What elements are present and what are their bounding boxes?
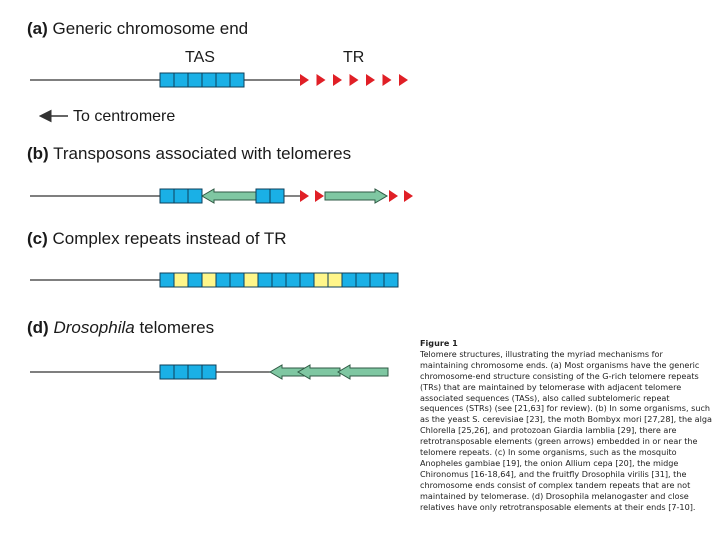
tr-repeat-arrow <box>300 74 309 86</box>
tas-label: TAS <box>185 49 215 66</box>
panel-a-title: (a) Generic chromosome end <box>27 19 248 39</box>
yellow-repeat-box <box>173 272 189 288</box>
tr-repeat-arrow <box>315 190 324 202</box>
tas-box <box>173 72 189 88</box>
tas-box <box>187 188 203 204</box>
transposon-arrow <box>201 188 257 204</box>
panel-b-text: Transposons associated with telomeres <box>53 144 352 163</box>
panel-d-letter: (d) <box>27 318 49 337</box>
panel-d-text: telomeres <box>139 318 215 337</box>
yellow-repeat-box <box>327 272 343 288</box>
tas-box <box>383 272 399 288</box>
tas-box <box>159 72 175 88</box>
tas-box <box>173 364 189 380</box>
caption-text: Telomere structures, illustrating the my… <box>420 348 712 512</box>
panel-c-diagram <box>30 272 399 288</box>
tas-box <box>201 72 217 88</box>
tas-box <box>299 272 315 288</box>
caption-figure-label: Figure 1 <box>420 338 458 348</box>
panel-b-diagram <box>30 188 413 204</box>
tr-repeat-arrow <box>366 74 375 86</box>
panel-a-letter: (a) <box>27 19 48 38</box>
tas-box <box>285 272 301 288</box>
panel-b-title: (b) Transposons associated with telomere… <box>27 144 351 164</box>
yellow-repeat-box <box>243 272 259 288</box>
panel-d-italic: Drosophila <box>53 318 135 337</box>
tr-repeat-arrow <box>382 74 392 86</box>
tas-box <box>255 188 271 204</box>
centromere-label: To centromere <box>73 108 176 125</box>
panel-a-diagram <box>30 72 408 88</box>
panel-c-title: (c) Complex repeats instead of TR <box>27 229 287 249</box>
tr-repeat-arrow <box>389 190 398 202</box>
figure-caption: Figure 1 Telomere structures, illustrati… <box>420 338 712 513</box>
tas-box <box>187 364 203 380</box>
tas-box <box>187 272 203 288</box>
tas-box <box>215 72 231 88</box>
transposon-arrow <box>297 364 341 380</box>
tas-box <box>271 272 287 288</box>
tas-box <box>229 272 245 288</box>
tas-box <box>187 72 203 88</box>
tr-repeat-arrow <box>333 74 342 86</box>
tas-box <box>229 72 245 88</box>
tas-box <box>201 364 217 380</box>
panel-b-letter: (b) <box>27 144 49 163</box>
tr-repeat-arrow <box>404 190 413 202</box>
tas-box <box>355 272 371 288</box>
panel-a-text: Generic chromosome end <box>52 19 249 38</box>
tas-box <box>215 272 231 288</box>
tas-box <box>159 364 175 380</box>
tas-box <box>159 188 175 204</box>
tas-box <box>257 272 273 288</box>
tr-repeat-arrow <box>316 74 326 86</box>
panel-c-letter: (c) <box>27 229 48 248</box>
transposon-arrow <box>337 364 389 380</box>
panel-d-title: (d) Drosophila telomeres <box>27 318 214 338</box>
panel-d-diagram <box>30 364 389 380</box>
yellow-repeat-box <box>201 272 217 288</box>
tas-box <box>159 272 175 288</box>
tas-box <box>369 272 385 288</box>
tr-repeat-arrow <box>399 74 408 86</box>
transposon-arrow <box>324 188 388 204</box>
tr-label: TR <box>343 49 365 66</box>
yellow-repeat-box <box>313 272 329 288</box>
tas-box <box>173 188 189 204</box>
tr-repeat-arrow <box>349 74 359 86</box>
tas-box <box>269 188 285 204</box>
tr-repeat-arrow <box>300 190 309 202</box>
panel-c-text: Complex repeats instead of TR <box>52 229 287 248</box>
tas-box <box>341 272 357 288</box>
